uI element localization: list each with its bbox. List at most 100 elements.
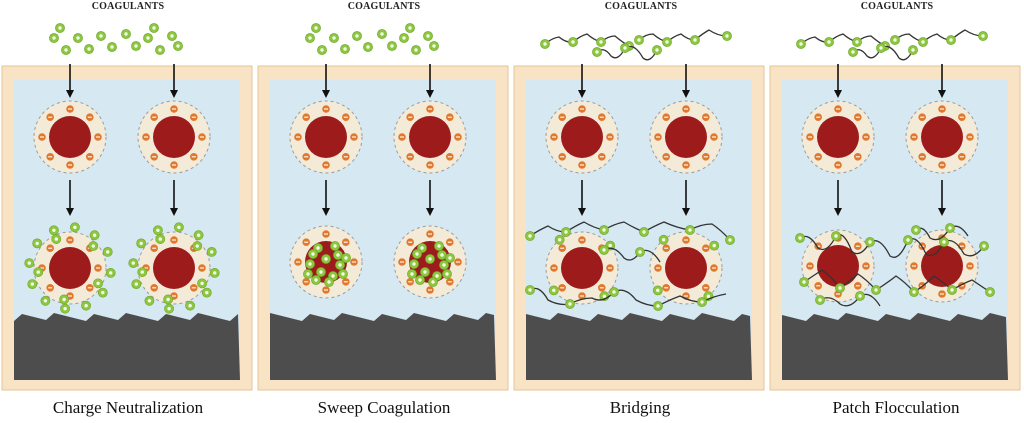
coagulant-particle-center: [528, 288, 532, 292]
coagulant-particle-center: [341, 272, 345, 276]
coagulant-particle-center: [210, 250, 214, 254]
coagulant-particle-center: [437, 244, 441, 248]
coagulant-particle-center: [602, 228, 606, 232]
polymer-chain: [529, 287, 727, 307]
coagulant-particle-center: [332, 36, 336, 40]
coagulant-particle-center: [343, 47, 347, 51]
coagulant-particle-center: [139, 241, 143, 246]
coagulants-label-1: COAGULANTS: [91, 1, 165, 12]
coagulant-particle-center: [314, 278, 318, 282]
coagulant-particle-center: [134, 282, 138, 286]
sediment-layer: [782, 313, 1008, 380]
panel-title-sweep-coagulation: Sweep Coagulation: [317, 398, 451, 417]
polymer-chain: [894, 29, 984, 43]
panel-title-charge-neutralization: Charge Neutralization: [52, 398, 204, 417]
coagulant-particle-center: [101, 290, 105, 295]
coagulant-particle-center: [874, 288, 878, 292]
coagulant-particle-center: [988, 290, 992, 294]
polymer-chain: [529, 221, 731, 241]
panel-title-bridging: Bridging: [609, 398, 671, 417]
coagulant-particle-center: [156, 228, 160, 232]
polymer-chain: [799, 234, 985, 258]
colloid-particle: [33, 100, 107, 174]
coagulant-particle-center: [134, 44, 138, 48]
coagulant-particle-center: [314, 26, 318, 30]
coagulant-particle-center: [445, 272, 449, 276]
coagulant-particle-center: [166, 297, 170, 302]
coagulant-particle-center: [344, 256, 348, 260]
coagulant-particle-center: [656, 304, 660, 308]
coagulant-particle-center: [92, 233, 97, 237]
coagulant-polymer-chains: [540, 29, 732, 61]
panel-title-patch-flocculation: Patch Flocculation: [832, 398, 960, 417]
coagulant-particle-center: [124, 32, 128, 36]
particle-core: [665, 116, 707, 158]
coagulant-particle-center: [308, 36, 312, 40]
coagulant-particle-center: [63, 307, 67, 311]
coagulant-particle-center: [855, 40, 859, 44]
tank-charge-neutralization: [1, 65, 253, 391]
coagulant-particle-center: [818, 298, 822, 302]
coagulant-particle-center: [426, 34, 430, 38]
colloid-particle: [649, 100, 723, 174]
coagulant-particle-center: [62, 297, 66, 302]
coagulant-particle-center: [402, 36, 406, 40]
coagulant-particle-center: [58, 26, 62, 30]
colloid-particle: [905, 100, 979, 174]
colloid-particle: [545, 231, 619, 305]
coagulant-particle-center: [665, 40, 669, 44]
coagulant-particle-center: [308, 262, 312, 266]
coagulant-particle-center: [914, 228, 918, 232]
coagulant-particle-center: [982, 244, 986, 248]
sediment-layer: [14, 313, 240, 380]
coagulant-particle-center: [420, 246, 424, 250]
coagulant-particle-center: [557, 238, 562, 242]
coagulant-particle-center: [99, 34, 103, 38]
coagulant-particle-center: [432, 44, 436, 48]
coagulant-particle-center: [564, 230, 568, 234]
particle-core: [49, 247, 91, 289]
coagulant-particle-center: [638, 250, 642, 254]
coagulant-particle-center: [52, 36, 56, 40]
coagulant-particle-center: [140, 270, 144, 274]
coagulant-polymer-chains: [796, 29, 988, 61]
coagulant-particle-center: [306, 272, 310, 276]
coagulant-particle-center: [950, 288, 954, 292]
coagulant-particle-center: [336, 253, 340, 257]
coagulant-particle-center: [834, 234, 838, 238]
coagulant-particle-center: [912, 290, 916, 294]
polymer-chain: [819, 293, 881, 307]
particle-core: [561, 116, 603, 158]
coagulant-particle-center: [595, 50, 599, 54]
coagulant-particle-center: [661, 238, 666, 242]
coagulant-particle-center: [158, 48, 162, 52]
coagulant-particle-center: [109, 271, 113, 275]
coagulant-particle-center: [552, 288, 556, 293]
coagulant-particle-center: [170, 34, 174, 38]
coagulant-cloud: [49, 23, 183, 55]
particle-core: [817, 116, 859, 158]
coagulant-particle-center: [423, 270, 427, 274]
coagulant-particle-center: [911, 48, 915, 52]
sediment-layer: [270, 313, 496, 380]
coagulant-particle-center: [331, 274, 335, 278]
coagulant-particle-center: [442, 263, 446, 267]
coagulants-label-4: COAGULANTS: [860, 1, 934, 12]
coagulant-particle-center: [602, 248, 606, 252]
coagulants-label-3: COAGULANTS: [604, 1, 678, 12]
coagulant-particle-center: [110, 45, 114, 49]
coagulant-particle-center: [167, 307, 171, 311]
tank-sweep-coagulation: [257, 65, 509, 391]
coagulant-particle-center: [418, 278, 422, 282]
coagulant-particle-center: [43, 299, 48, 303]
coagulant-particle-center: [324, 257, 328, 261]
polymer-chain: [800, 33, 886, 47]
coagulant-particle-center: [858, 294, 862, 298]
particle-core: [153, 247, 195, 289]
coagulant-particle-center: [36, 270, 40, 274]
coagulant-particle-center: [320, 48, 324, 52]
coagulant-particle-center: [893, 38, 897, 42]
colloid-particle: [24, 222, 116, 314]
coagulant-particle-center: [410, 272, 414, 276]
